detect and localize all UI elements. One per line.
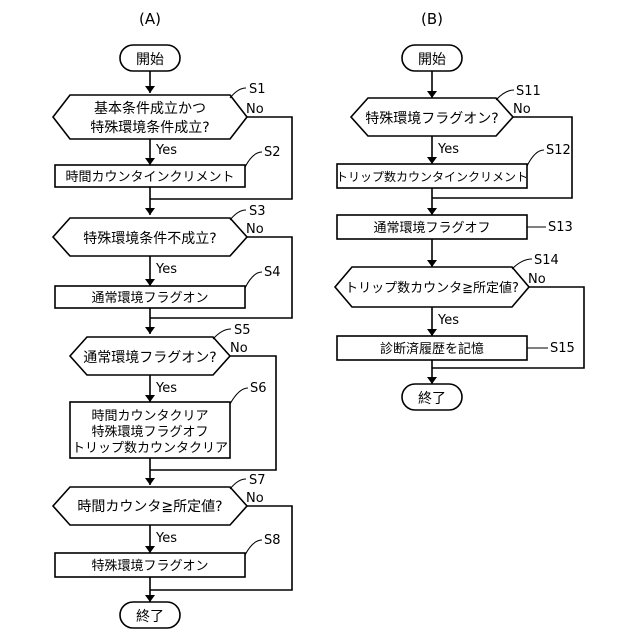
b-s12-step: S12 — [546, 143, 571, 158]
b-s11-text: 特殊環境フラグオン? — [365, 111, 498, 127]
b-s11-yes: Yes — [437, 142, 459, 157]
a-start-label: 開始 — [136, 52, 164, 68]
b-s11-no: No — [513, 102, 531, 117]
b-s13-text: 通常環境フラグオフ — [373, 221, 490, 236]
a-s5-text: 通常環境フラグオン? — [83, 350, 216, 366]
a-s1-line2: 特殊環境条件成立? — [90, 119, 209, 136]
b-s14-text: トリップ数カウンタ≧所定値? — [345, 280, 519, 296]
b-s13-step: S13 — [548, 220, 573, 235]
panel-b: (B) 開始 特殊環境フラグオン? S11 No Yes トリップ数カウンタイン… — [335, 10, 584, 410]
a-s1-no: No — [246, 102, 264, 117]
a-s7-yes: Yes — [155, 531, 177, 546]
b-s12-text: トリップ数カウンタインクリメント — [336, 169, 528, 184]
a-s1-line1: 基本条件成立かつ — [94, 100, 206, 117]
b-s14-yes: Yes — [437, 313, 459, 328]
b-s15-step: S15 — [550, 341, 575, 356]
a-s3-yes: Yes — [155, 262, 177, 277]
a-s8-text: 特殊環境フラグオン — [91, 559, 208, 574]
a-s1-yes: Yes — [155, 143, 177, 158]
b-s11-step: S11 — [516, 84, 541, 99]
a-s1-step: S1 — [249, 82, 266, 97]
a-s5-yes: Yes — [155, 381, 177, 396]
a-s2-step: S2 — [264, 145, 281, 160]
a-s3-no: No — [246, 222, 264, 237]
a-s7-no: No — [246, 491, 264, 506]
b-s14-step: S14 — [534, 253, 559, 268]
panel-b-label: (B) — [421, 10, 443, 28]
b-end-label: 終了 — [418, 391, 446, 407]
a-s7-text: 時間カウンタ≧所定値? — [77, 499, 222, 515]
panel-a: (A) 開始 基本条件成立かつ 特殊環境条件成立? S1 No Yes 時間カウ… — [53, 10, 292, 628]
a-s5-no: No — [230, 341, 248, 356]
a-s7-step: S7 — [249, 473, 266, 488]
a-s4-step: S4 — [264, 265, 281, 280]
a-s5-step: S5 — [234, 323, 251, 338]
a-s6-line1: 時間カウンタクリア — [91, 409, 208, 424]
a-s6-line3: トリップ数カウンタクリア — [72, 441, 228, 456]
b-start-label: 開始 — [418, 52, 446, 68]
b-s15-text: 診断済履歴を記憶 — [380, 341, 484, 357]
a-s3-step: S3 — [249, 204, 266, 219]
a-s8-step: S8 — [264, 533, 281, 548]
a-s6-step: S6 — [250, 381, 267, 396]
a-end-label: 終了 — [136, 609, 164, 625]
a-s4-text: 通常環境フラグオン — [91, 291, 208, 306]
a-s6-line2: 特殊環境フラグオフ — [91, 425, 208, 440]
a-s3-text: 特殊環境条件不成立? — [83, 230, 216, 247]
b-s14-no: No — [528, 272, 546, 287]
panel-a-label: (A) — [139, 10, 161, 28]
a-s2-text: 時間カウンタインクリメント — [65, 170, 234, 185]
